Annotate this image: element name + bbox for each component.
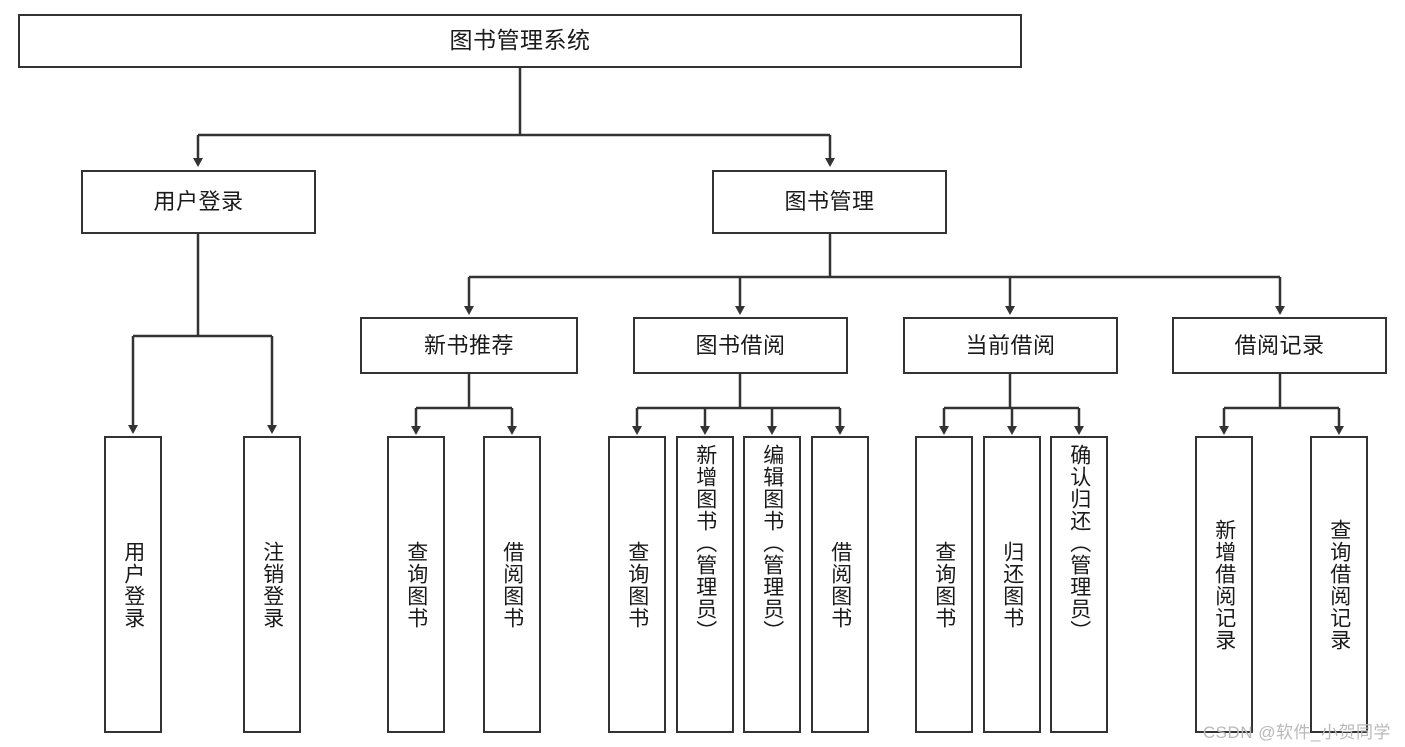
node-leaf-query-book-borrow[interactable]: 查询图书 [608,436,666,733]
node-label: 编辑图书（管理员） [760,444,784,642]
node-leaf-edit-book-admin[interactable]: 编辑图书（管理员） [743,436,801,733]
node-new-book-recommend[interactable]: 新书推荐 [360,317,578,374]
node-leaf-add-borrow-record[interactable]: 新增借阅记录 [1195,436,1253,733]
node-label: 新增借阅记录 [1212,518,1236,651]
node-label: 借阅图书 [828,540,852,629]
node-label: 图书管理系统 [449,27,591,54]
node-label: 图书管理 [784,189,875,215]
node-leaf-query-book-recommend[interactable]: 查询图书 [387,436,445,733]
node-label: 新增图书（管理员） [693,444,717,642]
node-borrow-record[interactable]: 借阅记录 [1172,317,1387,374]
node-label: 查询借阅记录 [1327,518,1351,651]
node-label: 确认归还（管理员） [1067,444,1091,642]
node-label: 归还图书 [1000,540,1024,629]
node-leaf-add-book-admin[interactable]: 新增图书（管理员） [676,436,734,733]
node-label: 新书推荐 [423,332,514,358]
node-label: 查询图书 [404,540,428,629]
node-leaf-confirm-return-admin[interactable]: 确认归还（管理员） [1050,436,1108,733]
node-current-borrow[interactable]: 当前借阅 [903,317,1118,374]
node-leaf-query-borrow-record[interactable]: 查询借阅记录 [1310,436,1368,733]
watermark-text: CSDN @软件_小贺同学 [1202,723,1391,742]
node-label: 注销登录 [260,540,284,629]
node-leaf-query-book-current[interactable]: 查询图书 [915,436,973,733]
node-label: 当前借阅 [965,332,1056,358]
node-label: 查询图书 [625,540,649,629]
node-label: 借阅记录 [1234,332,1325,358]
node-leaf-user-login[interactable]: 用户登录 [104,436,162,733]
node-label: 用户登录 [121,540,145,629]
node-label: 图书借阅 [695,332,786,358]
node-book-management[interactable]: 图书管理 [712,170,947,234]
node-book-borrow[interactable]: 图书借阅 [633,317,848,374]
node-user-login[interactable]: 用户登录 [81,170,316,234]
node-leaf-borrow-book-recommend[interactable]: 借阅图书 [483,436,541,733]
node-leaf-return-book[interactable]: 归还图书 [983,436,1041,733]
node-leaf-logout[interactable]: 注销登录 [243,436,301,733]
node-label: 借阅图书 [500,540,524,629]
node-label: 用户登录 [153,189,244,215]
node-leaf-borrow-book[interactable]: 借阅图书 [811,436,869,733]
node-label: 查询图书 [932,540,956,629]
node-root-book-management-system[interactable]: 图书管理系统 [18,14,1022,68]
